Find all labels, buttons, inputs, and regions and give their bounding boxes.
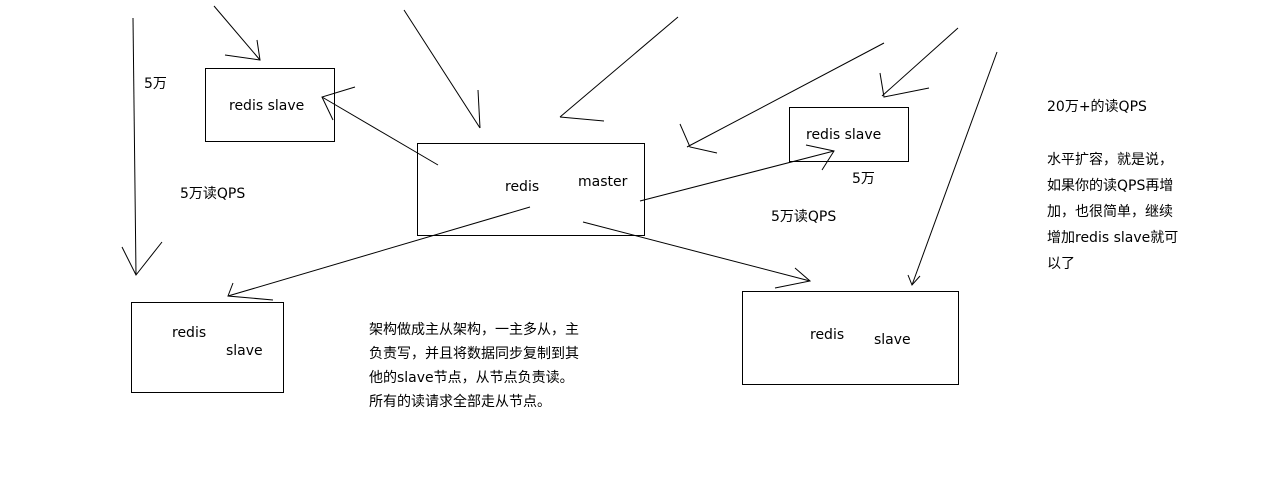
read-request-arrow [907, 51, 998, 286]
read-request-arrow [121, 17, 163, 276]
note-line: 以了 [1047, 256, 1075, 272]
scaling-title: 20万+的读QPS [1047, 99, 1147, 115]
redis-slave-top-left [205, 68, 335, 142]
node-label: slave [226, 343, 263, 359]
read-request-arrow [213, 5, 261, 61]
note-line: 所有的读请求全部走从节点。 [369, 394, 551, 410]
node-label: redis [810, 327, 845, 343]
qps-label: 5万读QPS [180, 186, 246, 202]
read-request-arrow [879, 27, 959, 98]
note-line: 如果你的读QPS再增 [1047, 178, 1174, 194]
scaling-note: 水平扩容，就是说， 如果你的读QPS再增 加，也很简单，继续 增加redis s… [1047, 147, 1178, 277]
node-label: redis slave [806, 127, 882, 143]
redis-master [417, 143, 645, 236]
qps-label: 5万读QPS [771, 209, 837, 225]
architecture-note: 架构做成主从架构，一主多从，主 负责写，并且将数据同步复制到其 他的slave节… [369, 318, 579, 414]
replication-arrow [321, 86, 439, 166]
note-line: 水平扩容，就是说， [1047, 152, 1173, 168]
redis-slave-top-right [789, 107, 909, 162]
note-line: 增加redis slave就可 [1047, 230, 1179, 246]
node-label: master [578, 174, 628, 190]
write-request-arrow [403, 9, 481, 129]
write-request-arrow [559, 16, 679, 122]
node-label: redis [505, 179, 540, 195]
note-line: 架构做成主从架构，一主多从，主 [369, 322, 579, 338]
replication-arrow [227, 206, 531, 301]
read-request-arrow [679, 42, 885, 154]
node-label: redis [172, 325, 207, 341]
replication-arrow [582, 221, 812, 289]
note-line: 他的slave节点，从节点负责读。 [369, 370, 574, 386]
redis-slave-bottom-right [742, 291, 959, 385]
qps-label: 5万 [144, 76, 167, 92]
node-label: slave [874, 332, 911, 348]
note-line: 负责写，并且将数据同步复制到其 [369, 346, 579, 362]
note-line: 加，也很简单，继续 [1047, 204, 1173, 220]
qps-label: 5万 [852, 171, 875, 187]
node-label: redis slave [229, 98, 305, 114]
redis-slave-bottom-left [131, 302, 284, 393]
replication-arrow [639, 144, 835, 202]
